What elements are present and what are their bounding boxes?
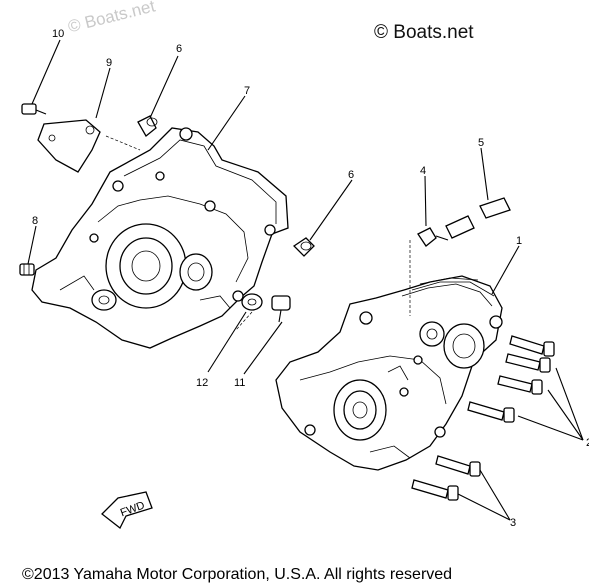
crankcase-right	[275, 275, 503, 471]
callout-labels: 1 2 3 4 5 6 6 7 8 9 10 11 12	[32, 28, 589, 529]
callout-9: 9	[106, 57, 112, 69]
callout-1: 1	[516, 235, 522, 247]
callout-12: 12	[196, 377, 208, 389]
part-5-pins	[445, 197, 511, 239]
part-8-plug	[19, 263, 35, 276]
part-3-bolts	[411, 455, 481, 501]
part-6-dowel-right	[292, 237, 315, 257]
callout-11: 11	[234, 377, 245, 389]
callout-2: 2	[586, 437, 589, 449]
callout-7: 7	[244, 85, 250, 97]
callout-4: 4	[420, 165, 426, 177]
part-12-washer	[241, 293, 263, 311]
watermark: © Boats.net	[374, 22, 474, 43]
part-2-bolts	[467, 335, 555, 423]
callout-6-right: 6	[348, 169, 354, 181]
callout-3: 3	[510, 517, 516, 529]
part-11-drain-bolt	[271, 295, 291, 323]
part-10-bolt	[21, 103, 47, 115]
part-4-fitting	[417, 227, 449, 247]
crankcase-left	[31, 127, 289, 349]
callout-5: 5	[478, 137, 484, 149]
part-9-plate	[37, 119, 101, 173]
part-6-dowel-top	[137, 115, 158, 137]
callout-10: 10	[52, 28, 64, 40]
copyright-footer: ©2013 Yamaha Motor Corporation, U.S.A. A…	[22, 566, 453, 583]
callout-6-top: 6	[176, 43, 182, 55]
callout-8: 8	[32, 215, 38, 227]
leader-lines	[27, 39, 584, 521]
fwd-arrow: FWD	[101, 491, 153, 529]
